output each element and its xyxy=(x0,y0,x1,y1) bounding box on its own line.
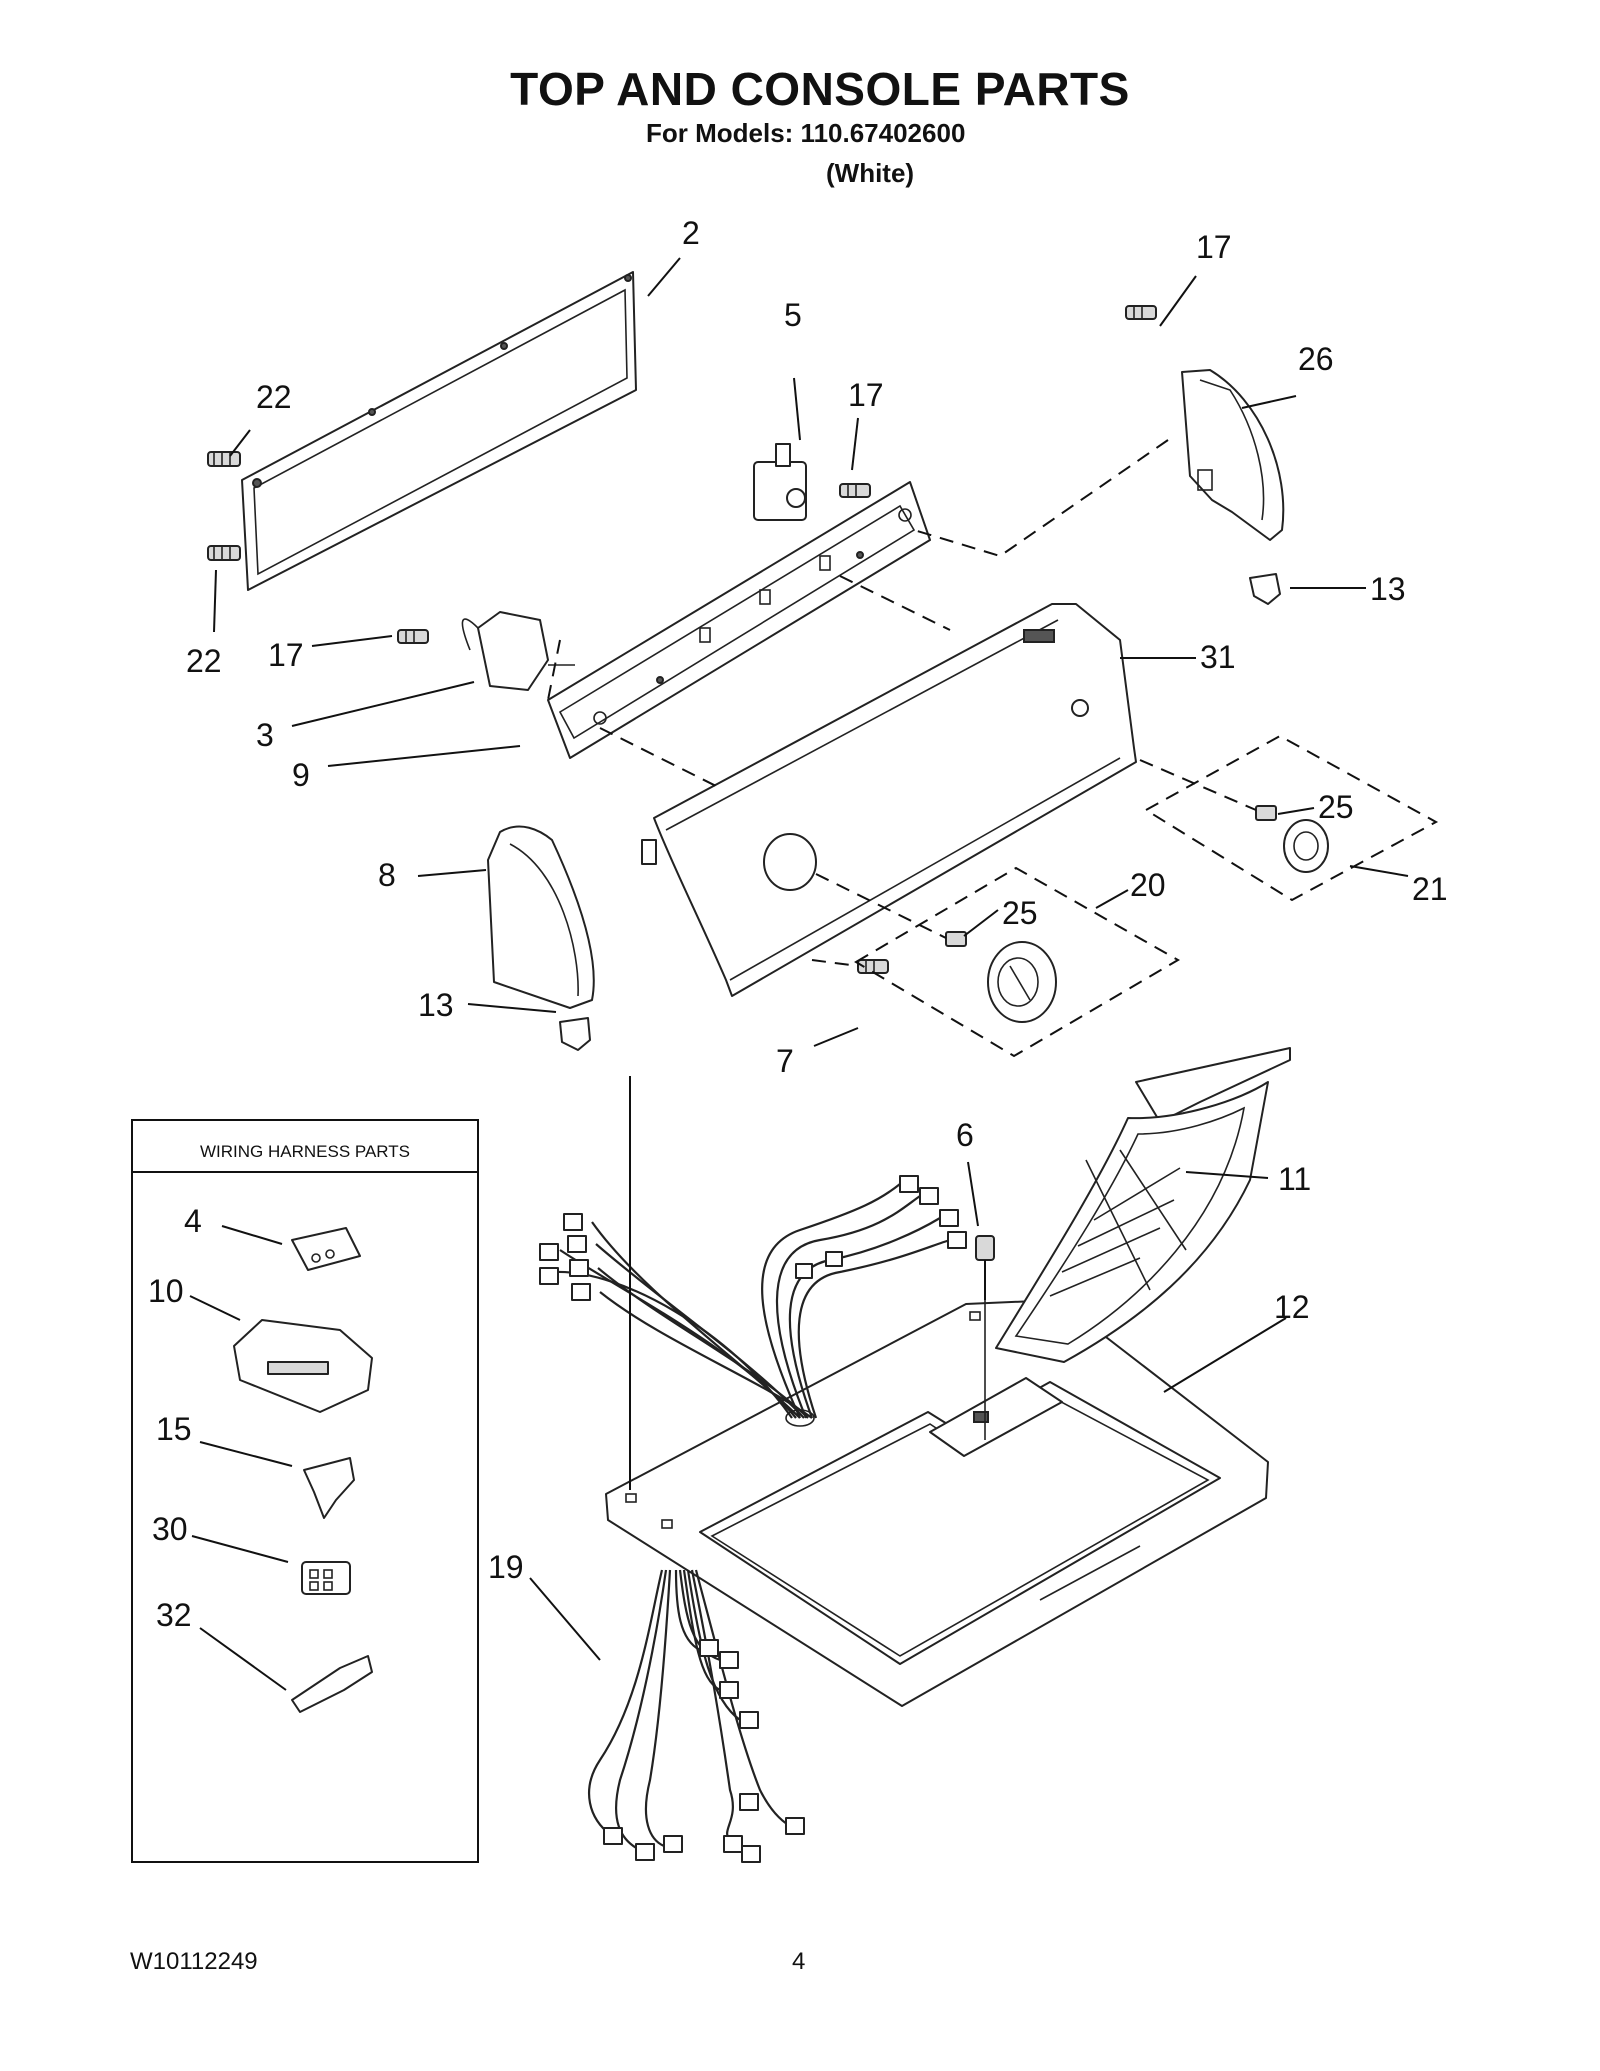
knob-set-box-20 xyxy=(854,866,1181,1058)
label-part-13-right: 13 xyxy=(1370,571,1406,607)
connector-part-10 xyxy=(233,1319,373,1413)
end-cap-part-26 xyxy=(1181,369,1285,541)
label-part-22-lower: 22 xyxy=(186,643,222,679)
label-part-7: 7 xyxy=(776,1043,794,1079)
label-part-17-left: 17 xyxy=(268,637,304,673)
screw-part-22-lower xyxy=(207,545,241,561)
label-part-5: 5 xyxy=(784,297,802,333)
wiring-box-title: WIRING HARNESS PARTS xyxy=(200,1142,410,1161)
page-title: TOP AND CONSOLE PARTS xyxy=(510,63,1130,115)
screw-part-17-middle xyxy=(839,483,871,498)
clip-part-15 xyxy=(303,1457,355,1519)
lint-chute-part-11 xyxy=(995,1047,1291,1363)
label-part-26: 26 xyxy=(1298,341,1334,377)
label-part-13-left: 13 xyxy=(418,987,454,1023)
timer-part-3 xyxy=(461,611,575,691)
callout-leaders xyxy=(213,257,1409,1661)
label-part-31: 31 xyxy=(1200,639,1236,675)
console-bracket-part-9 xyxy=(547,481,931,759)
wire-harness-part-19 xyxy=(588,1569,805,1863)
label-part-11: 11 xyxy=(1278,1161,1311,1197)
top-panel-part-12 xyxy=(605,1299,1269,1707)
screw-part-17-right xyxy=(1125,305,1157,320)
label-part-12: 12 xyxy=(1274,1289,1310,1325)
connector-part-30 xyxy=(301,1561,351,1595)
console-panel-part-31 xyxy=(641,603,1137,997)
rear-panel-part-2 xyxy=(241,271,637,591)
clip-part-13-right xyxy=(1249,573,1281,605)
knob-set-box-21 xyxy=(1144,734,1439,902)
models-line: For Models: 110.67402600 xyxy=(646,118,966,148)
label-part-8: 8 xyxy=(378,857,396,893)
screw-part-6 xyxy=(975,1235,995,1440)
label-part-25-lower: 25 xyxy=(1002,895,1038,931)
page-number: 4 xyxy=(792,1948,806,1975)
label-part-30: 30 xyxy=(152,1511,188,1547)
end-cap-part-8 xyxy=(487,825,595,1009)
label-part-4: 4 xyxy=(184,1203,202,1239)
terminal-part-32 xyxy=(291,1655,373,1713)
spring-clip-part-25-lower xyxy=(945,931,967,947)
label-part-20: 20 xyxy=(1130,867,1166,903)
label-part-19: 19 xyxy=(488,1549,524,1585)
label-part-17-middle: 17 xyxy=(848,377,884,413)
knob-part-21 xyxy=(1283,819,1329,873)
switch-part-5 xyxy=(753,443,807,521)
clip-part-13-left xyxy=(559,1017,591,1051)
screw-part-22-upper xyxy=(207,451,241,467)
document-number: W10112249 xyxy=(130,1948,258,1975)
label-part-10: 10 xyxy=(148,1273,184,1309)
color-line: (White) xyxy=(826,158,915,188)
screw-part-17-left xyxy=(397,629,429,644)
label-part-25-upper: 25 xyxy=(1318,789,1354,825)
label-part-21: 21 xyxy=(1412,871,1448,907)
label-part-3: 3 xyxy=(256,717,274,753)
spring-clip-part-25-upper xyxy=(1255,805,1277,821)
label-part-15: 15 xyxy=(156,1411,192,1447)
knob-part-20 xyxy=(987,941,1057,1023)
wiring-harness-parts-box: WIRING HARNESS PARTS xyxy=(131,1119,479,1863)
connector-part-4 xyxy=(291,1227,361,1271)
alignment-lines xyxy=(547,439,1257,967)
label-part-9: 9 xyxy=(292,757,310,793)
label-part-6: 6 xyxy=(956,1117,974,1153)
wire-harness-upper xyxy=(539,1175,967,1419)
label-part-2: 2 xyxy=(682,215,700,251)
label-part-32: 32 xyxy=(156,1597,192,1633)
label-part-17-right: 17 xyxy=(1196,229,1232,265)
label-part-22-upper: 22 xyxy=(256,379,292,415)
